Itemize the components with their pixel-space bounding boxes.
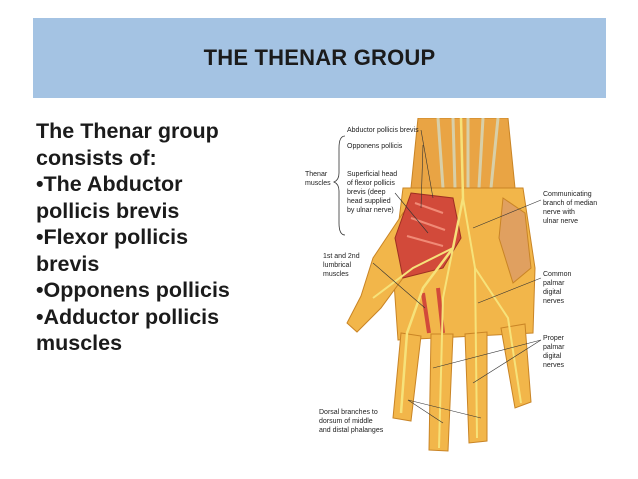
label-lumbrical-2: lumbrical xyxy=(323,262,351,269)
text-line: The Thenar group xyxy=(36,119,219,143)
text-line: brevis xyxy=(36,251,100,276)
label-common-3: digital xyxy=(543,289,562,296)
label-thenar-1: Thenar xyxy=(305,171,328,178)
hand-illustration: Abductor pollicis brevis Opponens pollic… xyxy=(305,118,597,452)
label-communicating-1: Communicating xyxy=(543,191,592,198)
label-common-4: nerves xyxy=(543,298,565,305)
hand-anatomy-figure: Abductor pollicis brevis Opponens pollic… xyxy=(303,118,603,453)
label-common-1: Common xyxy=(543,271,572,278)
bullet-item: •Flexor pollicis xyxy=(36,225,189,249)
bullet-text-block: The Thenar group consists of: •The Abduc… xyxy=(36,118,301,357)
label-superficial-1: Superficial head xyxy=(347,171,397,178)
text-line: consists of: xyxy=(36,145,157,170)
label-proper-1: Proper xyxy=(543,335,565,342)
text-line: pollicis brevis xyxy=(36,198,180,223)
label-superficial-5: by ulnar nerve) xyxy=(347,207,394,214)
label-proper-2: palmar xyxy=(543,344,565,351)
text-line: muscles xyxy=(36,331,123,355)
label-abductor: Abductor pollicis brevis xyxy=(347,127,419,134)
label-dorsal-3: and distal phalanges xyxy=(319,427,384,434)
label-opponens: Opponens pollicis xyxy=(347,143,403,150)
label-lumbrical-1: 1st and 2nd xyxy=(323,253,360,260)
label-proper-3: digital xyxy=(543,353,562,360)
label-communicating-2: branch of median xyxy=(543,200,597,207)
label-dorsal-1: Dorsal branches to xyxy=(319,409,378,416)
title-bar: THE THENAR GROUP xyxy=(33,18,606,98)
label-dorsal-2: dorsum of middle xyxy=(319,418,373,425)
label-superficial-4: head supplied xyxy=(347,198,391,205)
label-common-2: palmar xyxy=(543,280,565,287)
label-communicating-4: ulnar nerve xyxy=(543,218,578,225)
label-lumbrical-3: muscles xyxy=(323,271,349,278)
label-communicating-3: nerve with xyxy=(543,209,575,216)
label-proper-4: nerves xyxy=(543,362,565,369)
label-thenar-2: muscles xyxy=(305,180,331,187)
bullet-item: •Opponens pollicis xyxy=(36,278,230,302)
bullet-item: •Adductor pollicis xyxy=(36,304,220,329)
bullet-item: •The Abductor xyxy=(36,172,183,196)
slide-title: THE THENAR GROUP xyxy=(203,45,436,70)
label-superficial-2: of flexor pollicis xyxy=(347,180,395,187)
label-superficial-3: brevis (deep xyxy=(347,189,386,196)
